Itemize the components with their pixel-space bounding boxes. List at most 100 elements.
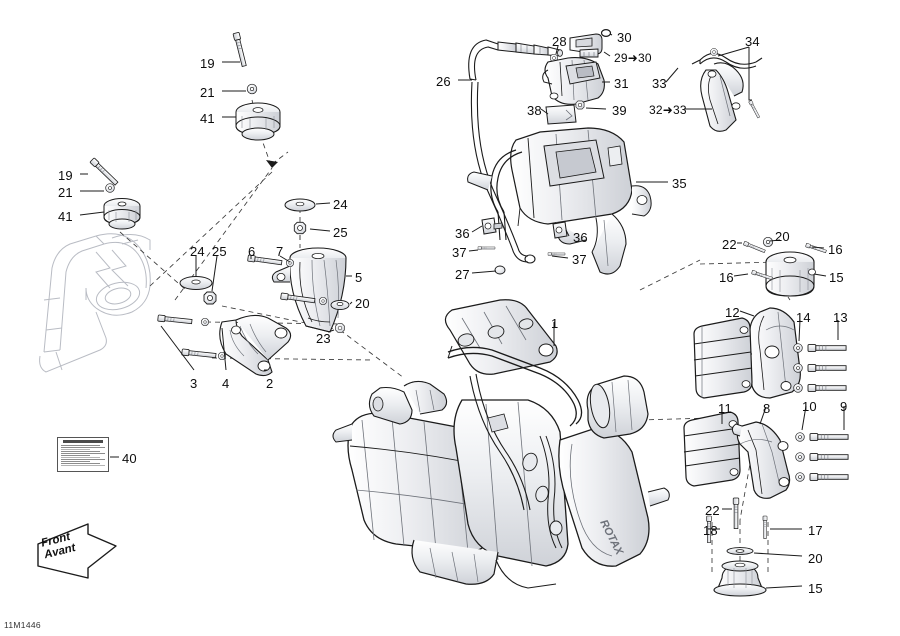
- part-7-washer-b: [319, 297, 327, 305]
- callout-21: 21: [58, 185, 73, 200]
- callout-1: 1: [551, 316, 559, 331]
- decal-text-line: [61, 450, 100, 452]
- part-41-mount-upper: [235, 102, 281, 141]
- callout-25: 25: [333, 225, 348, 240]
- part-37-bolt-b: [547, 252, 566, 256]
- callout-17: 17: [808, 523, 823, 538]
- part-36-clamp-a: [481, 217, 503, 235]
- part-5-mount-bracket: [271, 247, 347, 333]
- callout-10: 10: [802, 399, 817, 414]
- callout-6: 6: [248, 244, 256, 259]
- decal-text-line: [61, 465, 105, 467]
- part-15-mount-upper: [765, 251, 816, 297]
- part-21-washer-lower: [105, 183, 115, 193]
- callout-25: 25: [212, 244, 227, 259]
- callout-5: 5: [355, 270, 363, 285]
- part-19-bolt-lower: [89, 157, 120, 187]
- callout-35: 35: [672, 176, 687, 191]
- part-26-connector: [497, 41, 563, 57]
- part-22-bolt-lower: [732, 497, 740, 529]
- part-29-30-sensor: [569, 33, 603, 58]
- part-33-harness: [691, 52, 763, 69]
- decal-text-line: [61, 461, 90, 463]
- part-32-33-bracket: [700, 62, 744, 132]
- ghost-frame-outline: [39, 233, 151, 373]
- callout-3: 3: [190, 376, 198, 391]
- callout-26: 26: [436, 74, 451, 89]
- warning-decal-plate: [57, 437, 109, 472]
- callout-36: 36: [573, 230, 588, 245]
- part-3-bolt-a: [157, 314, 193, 326]
- callout-30: 30: [617, 30, 632, 45]
- callout-15: 15: [808, 581, 823, 596]
- callout-28: 28: [552, 34, 567, 49]
- decal-text-line: [61, 463, 100, 465]
- part-13-bolt-set: [807, 344, 847, 392]
- part-21-washer-upper: [246, 83, 258, 95]
- part-34-fastener-b: [748, 99, 761, 119]
- part-23-nut: [335, 323, 345, 333]
- callout-13: 13: [833, 310, 848, 325]
- part-22-bolt-upper: [742, 240, 766, 254]
- part-24-washer-b: [179, 276, 213, 290]
- drawing-number: 11M1446: [4, 620, 41, 630]
- callout-19: 19: [200, 56, 215, 71]
- callout-41: 41: [58, 209, 73, 224]
- part-41-mount-lower: [103, 198, 141, 230]
- callout-21: 21: [200, 85, 215, 100]
- decal-text-line: [61, 448, 90, 450]
- part-4-washer-a: [201, 318, 209, 326]
- part-2-lower-bracket: [219, 314, 292, 377]
- part-37-bolt-a: [477, 246, 496, 250]
- callout-22: 22: [722, 237, 737, 252]
- callout-33: 33: [652, 76, 667, 91]
- callout-16: 16: [828, 242, 843, 257]
- part-17-bolt: [762, 515, 768, 539]
- part-35-intake-assembly: [467, 127, 652, 275]
- callout-19: 19: [58, 168, 73, 183]
- callout-18: 18: [703, 523, 718, 538]
- part-36-clamp-b: [552, 221, 568, 239]
- part-27-grommet: [494, 265, 506, 275]
- front-orientation-arrow: Front Avant: [26, 516, 122, 586]
- callout-9: 9: [840, 399, 848, 414]
- callout-27: 27: [455, 267, 470, 282]
- callout-16: 16: [719, 270, 734, 285]
- callout-20: 20: [355, 296, 370, 311]
- callout-22: 22: [705, 503, 720, 518]
- part-24-washer-a: [284, 198, 316, 212]
- callout-24: 24: [190, 244, 205, 259]
- decal-text-line: [61, 452, 105, 454]
- callout-31: 31: [614, 76, 629, 91]
- part-8-mount-bracket: [731, 421, 791, 499]
- callout-37: 37: [572, 252, 587, 267]
- callout-8: 8: [763, 401, 771, 416]
- callout-41: 41: [200, 111, 215, 126]
- callout-20: 20: [775, 229, 790, 244]
- part-11-spacer-block-lower: [683, 411, 741, 487]
- part-11-spacer-block: [693, 317, 753, 399]
- callout-14: 14: [796, 310, 811, 325]
- callout-34: 34: [745, 34, 760, 49]
- decal-text-line: [61, 446, 105, 448]
- part-9-bolt-set: [809, 433, 849, 481]
- decal-text-line: [61, 444, 100, 446]
- part-25-nut-b: [203, 291, 217, 305]
- decal-text-line: [61, 454, 90, 456]
- callout-38: 38: [527, 103, 542, 118]
- callout-29-30: 29➜30: [614, 51, 652, 65]
- part-39-fastener: [575, 100, 585, 110]
- part-1-engine: ROTAX: [332, 299, 670, 589]
- callout-7: 7: [276, 244, 284, 259]
- callout-32-33: 32➜33: [649, 103, 687, 117]
- callout-12: 12: [725, 305, 740, 320]
- callout-40: 40: [122, 451, 137, 466]
- part-14-washer-stack: [793, 343, 803, 393]
- callout-23: 23: [316, 331, 331, 346]
- part-31-throttle-bracket: [542, 57, 605, 105]
- callout-4: 4: [222, 376, 230, 391]
- part-20-washer-upper: [762, 236, 774, 248]
- callout-2: 2: [266, 376, 274, 391]
- callout-leader-lines: [79, 33, 845, 589]
